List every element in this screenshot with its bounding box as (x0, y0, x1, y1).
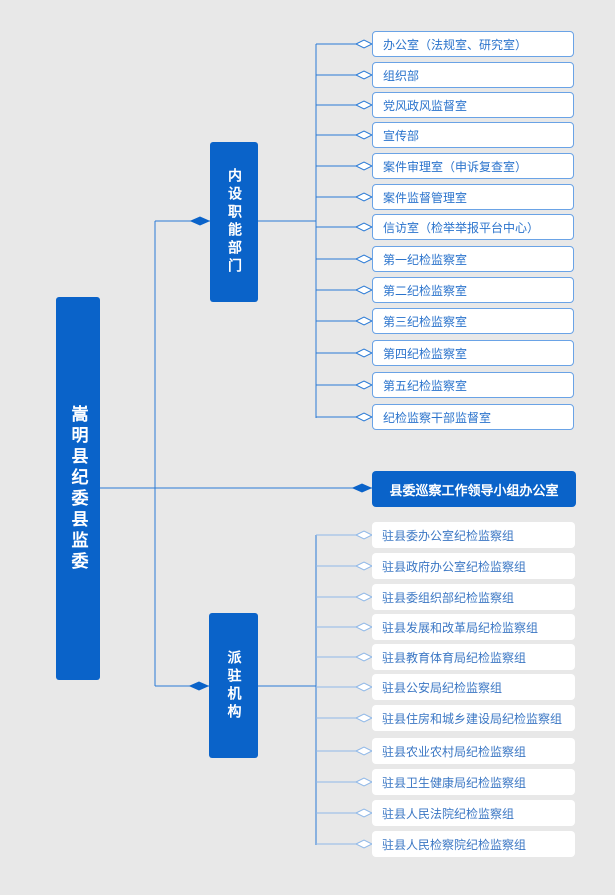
dispatched-item-label: 驻县委组织部纪检监察组 (382, 590, 515, 605)
internal-item: 宣传部 (372, 122, 574, 148)
branch-diamond-icon (354, 777, 374, 787)
internal-item-label: 第三纪检监察室 (383, 314, 468, 329)
dispatched-item-label: 驻县住房和城乡建设局纪检监察组 (382, 711, 563, 726)
internal-item: 办公室（法规室、研究室） (372, 31, 574, 57)
dispatched-item: 驻县教育体育局纪检监察组 (372, 644, 575, 670)
internal-item-label: 第五纪检监察室 (383, 378, 468, 393)
branch-diamond-icon (354, 682, 374, 692)
internal-item: 信访室（检举举报平台中心） (372, 214, 574, 240)
node-diamond-icon (188, 681, 210, 691)
internal-departments-label: 内设职能部门 (226, 168, 242, 276)
internal-item-label: 案件审理室（申诉复查室） (383, 159, 528, 174)
node-diamond-icon (189, 216, 211, 226)
branch-diamond-icon (354, 100, 374, 110)
branch-diamond-icon (354, 192, 374, 202)
branch-diamond-icon (354, 348, 374, 358)
dispatched-item-label: 驻县教育体育局纪检监察组 (382, 650, 527, 665)
dispatched-item: 驻县政府办公室纪检监察组 (372, 553, 575, 579)
internal-item-label: 第一纪检监察室 (383, 252, 468, 267)
root-node: 嵩明县纪委县监委 (56, 297, 100, 680)
dispatched-item-label: 驻县政府办公室纪检监察组 (382, 559, 527, 574)
internal-item-label: 宣传部 (383, 128, 420, 143)
internal-item: 第二纪检监察室 (372, 277, 574, 303)
internal-item: 纪检监察干部监督室 (372, 404, 574, 430)
dispatched-item-label: 驻县公安局纪检监察组 (382, 680, 503, 695)
dispatched-item: 驻县发展和改革局纪检监察组 (372, 614, 575, 640)
dispatched-item-label: 驻县发展和改革局纪检监察组 (382, 620, 539, 635)
branch-diamond-icon (354, 39, 374, 49)
internal-item-label: 办公室（法规室、研究室） (383, 37, 528, 52)
dispatched-item: 驻县委办公室纪检监察组 (372, 522, 575, 548)
inspection-office-node: 县委巡察工作领导小组办公室 (372, 471, 576, 507)
internal-item: 第三纪检监察室 (372, 308, 574, 334)
branch-diamond-icon (354, 652, 374, 662)
branch-diamond-icon (354, 622, 374, 632)
branch-diamond-icon (354, 561, 374, 571)
internal-departments-node: 内设职能部门 (210, 142, 258, 302)
dispatched-item: 驻县农业农村局纪检监察组 (372, 738, 575, 764)
branch-diamond-icon (354, 316, 374, 326)
internal-item-label: 第四纪检监察室 (383, 346, 468, 361)
dispatched-item-label: 驻县卫生健康局纪检监察组 (382, 775, 527, 790)
dispatched-item: 驻县人民检察院纪检监察组 (372, 831, 575, 857)
internal-item: 案件监督管理室 (372, 184, 574, 210)
internal-item-label: 组织部 (383, 68, 420, 83)
branch-diamond-icon (354, 808, 374, 818)
internal-item-label: 党风政风监督室 (383, 98, 468, 113)
branch-diamond-icon (354, 254, 374, 264)
dispatched-item-label: 驻县人民检察院纪检监察组 (382, 837, 527, 852)
branch-diamond-icon (354, 839, 374, 849)
branch-diamond-icon (354, 70, 374, 80)
internal-item: 组织部 (372, 62, 574, 88)
branch-diamond-icon (354, 713, 374, 723)
branch-diamond-icon (354, 222, 374, 232)
internal-item-label: 信访室（检举举报平台中心） (383, 220, 540, 235)
branch-diamond-icon (354, 412, 374, 422)
dispatched-item-label: 驻县农业农村局纪检监察组 (382, 744, 527, 759)
dispatched-item-label: 驻县委办公室纪检监察组 (382, 528, 515, 543)
branch-diamond-icon (354, 161, 374, 171)
internal-item: 第五纪检监察室 (372, 372, 574, 398)
branch-diamond-icon (354, 530, 374, 540)
dispatched-agencies-node: 派驻机构 (209, 613, 258, 758)
dispatched-item: 驻县卫生健康局纪检监察组 (372, 769, 575, 795)
branch-diamond-icon (354, 285, 374, 295)
internal-item: 案件审理室（申诉复查室） (372, 153, 574, 179)
node-diamond-icon (351, 483, 373, 493)
dispatched-item: 驻县住房和城乡建设局纪检监察组 (372, 705, 575, 731)
internal-item-label: 案件监督管理室 (383, 190, 468, 205)
dispatched-item-label: 驻县人民法院纪检监察组 (382, 806, 515, 821)
internal-item: 党风政风监督室 (372, 92, 574, 118)
dispatched-item: 驻县人民法院纪检监察组 (372, 800, 575, 826)
root-label: 嵩明县纪委县监委 (67, 404, 88, 573)
branch-diamond-icon (354, 746, 374, 756)
branch-diamond-icon (354, 592, 374, 602)
branch-diamond-icon (354, 380, 374, 390)
branch-diamond-icon (354, 130, 374, 140)
internal-item: 第四纪检监察室 (372, 340, 574, 366)
dispatched-item: 驻县委组织部纪检监察组 (372, 584, 575, 610)
internal-item: 第一纪检监察室 (372, 246, 574, 272)
inspection-office-label: 县委巡察工作领导小组办公室 (389, 483, 559, 499)
dispatched-agencies-label: 派驻机构 (225, 649, 242, 722)
internal-item-label: 第二纪检监察室 (383, 283, 468, 298)
internal-item-label: 纪检监察干部监督室 (383, 410, 492, 425)
dispatched-item: 驻县公安局纪检监察组 (372, 674, 575, 700)
